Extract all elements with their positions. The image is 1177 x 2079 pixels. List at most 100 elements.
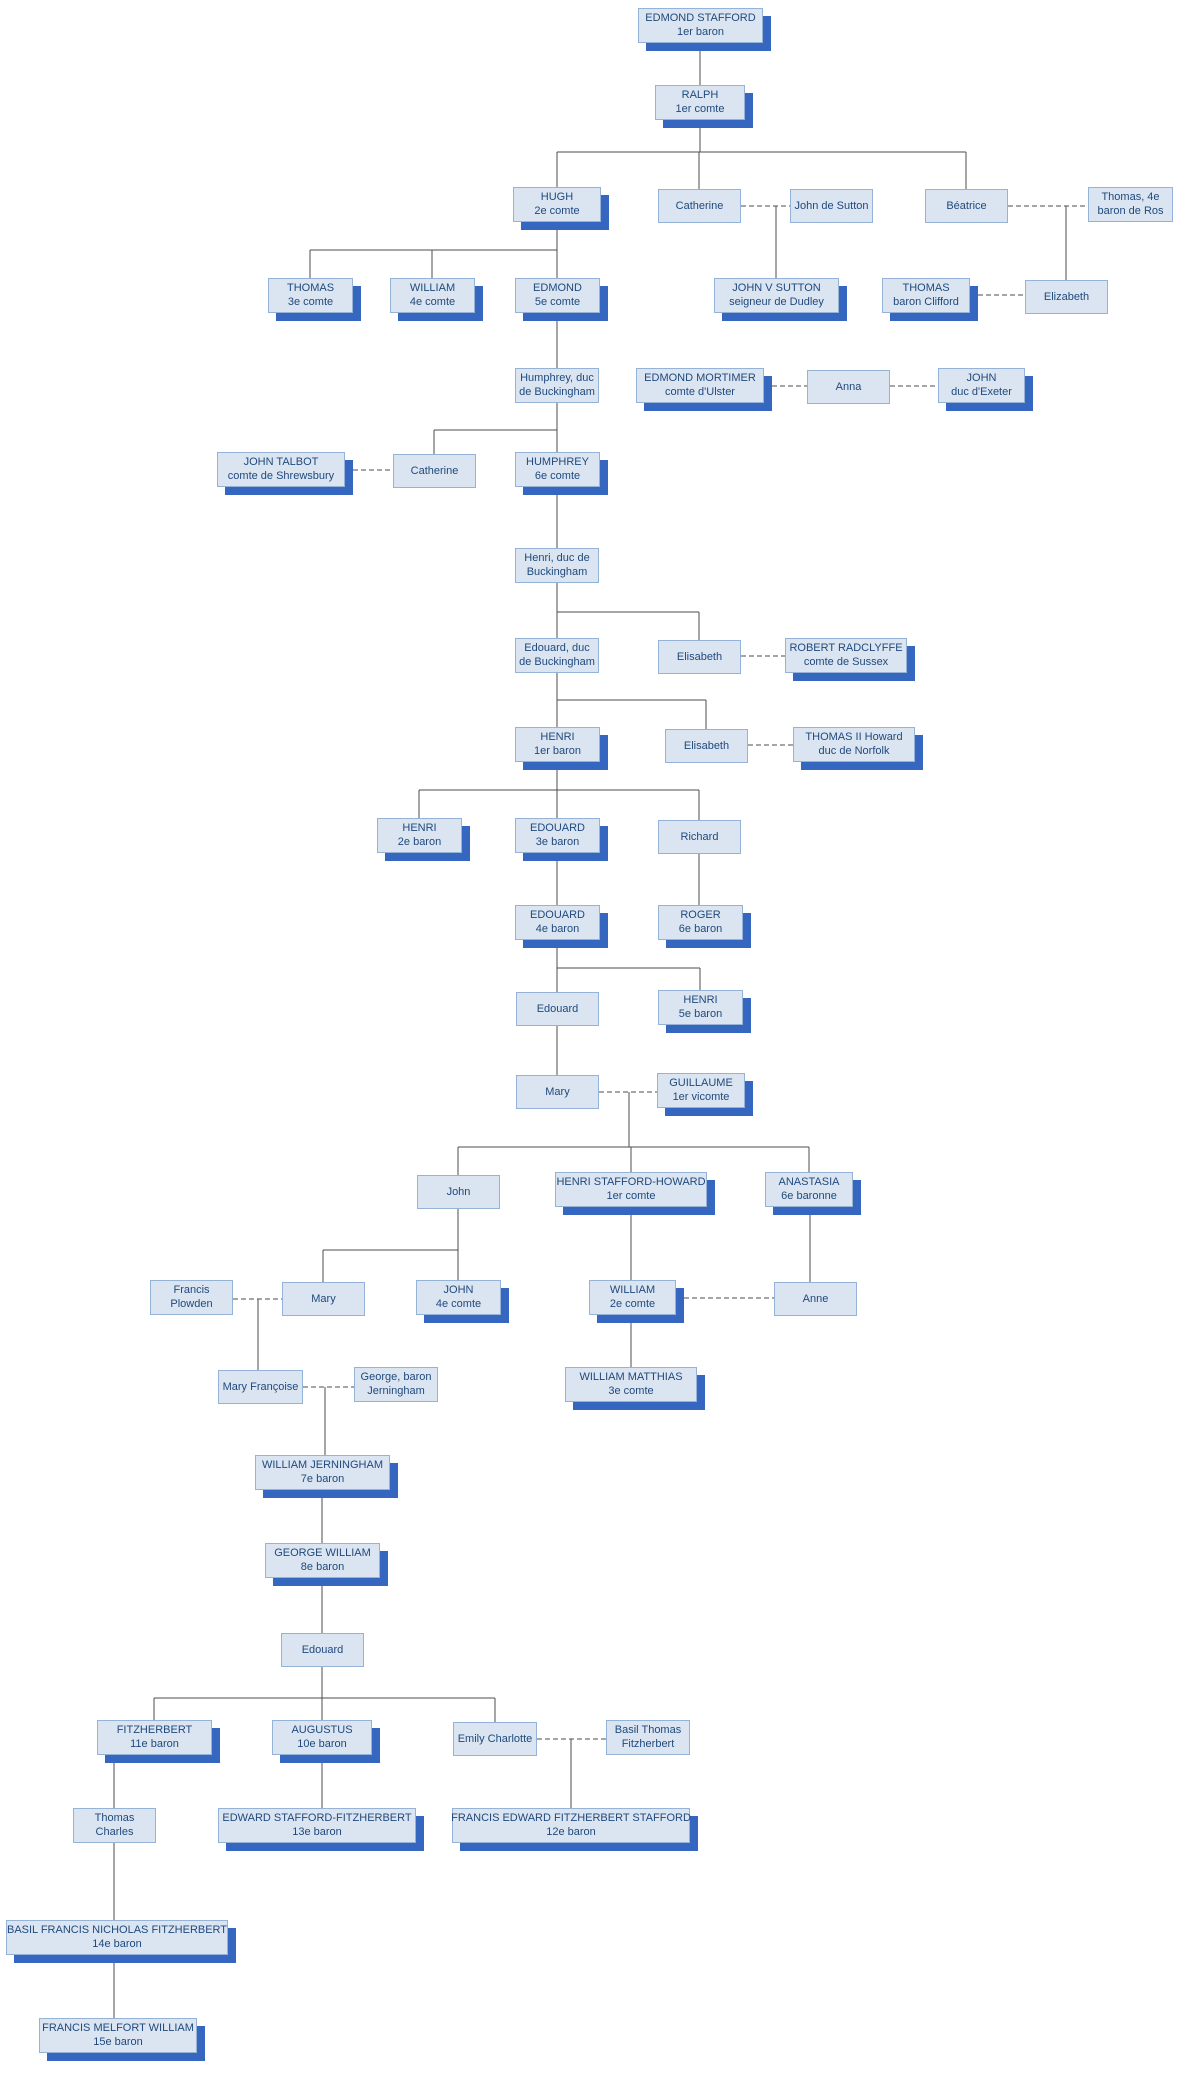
person-title: 5e baron (678, 1008, 723, 1021)
person-name: THOMAS II Howard (805, 731, 903, 743)
person-name: Mary Françoise (222, 1380, 299, 1393)
node-humphrey-6e: HUMPHREY 6e comte (515, 452, 600, 487)
person-title: 8e baron (300, 1561, 345, 1574)
node-catherine-talbot: Catherine (393, 454, 476, 488)
person-title: 14e baron (92, 1938, 142, 1951)
person-name: John de Sutton (794, 199, 869, 212)
person-title: 4e baron (535, 923, 580, 936)
person-name: ANASTASIA (778, 1176, 840, 1188)
person-name: FRANCIS EDWARD FITZHERBERT STAFFORD (451, 1812, 691, 1824)
person-name: RALPH (681, 89, 719, 101)
person-name: Mary (311, 1292, 336, 1305)
person-name: Emily Charlotte (457, 1732, 533, 1745)
node-henri-stafford-howard: HENRI STAFFORD-HOWARD 1er comte (555, 1172, 707, 1207)
person-title: baron de Ros (1097, 205, 1164, 218)
node-john: John (417, 1175, 500, 1209)
node-richard: Richard (658, 820, 741, 854)
person-title: 2e baron (397, 836, 442, 849)
person-title: 3e comte (287, 296, 334, 309)
person-title: 10e baron (297, 1738, 347, 1751)
person-name: WILLIAM (609, 1284, 656, 1296)
node-henri-5e: HENRI 5e baron (658, 990, 743, 1025)
node-basil-francis-nicholas: BASIL FRANCIS NICHOLAS FITZHERBERT 14e ba… (6, 1920, 228, 1955)
person-title: Charles (95, 1826, 134, 1839)
person-name: Basil Thomas (614, 1724, 682, 1736)
person-name: Elisabeth (683, 739, 730, 752)
node-mary-plowden: Mary (282, 1282, 365, 1316)
person-name: Catherine (410, 464, 459, 477)
person-name: Richard (680, 830, 719, 843)
person-name: GEORGE WILLIAM (274, 1547, 371, 1559)
person-title: baron Clifford (893, 296, 959, 309)
person-title: de Buckingham (519, 656, 595, 669)
person-title: 1er baron (533, 745, 582, 758)
node-anne: Anne (774, 1282, 857, 1316)
person-name: EDMOND STAFFORD (645, 12, 756, 24)
person-title: Fitzherbert (621, 1738, 675, 1751)
person-name: THOMAS (902, 282, 950, 294)
node-mary: Mary (516, 1075, 599, 1109)
person-name: Anne (802, 1292, 829, 1305)
node-elisabeth-radclyffe: Elisabeth (658, 640, 741, 674)
person-name: Thomas (94, 1812, 135, 1824)
person-title: duc de Norfolk (818, 745, 890, 758)
node-emily-charlotte: Emily Charlotte (453, 1722, 537, 1756)
person-title: 6e baron (678, 923, 723, 936)
node-john-de-sutton: John de Sutton (790, 189, 873, 223)
person-name: Francis (173, 1284, 210, 1296)
person-name: GUILLAUME (669, 1077, 733, 1089)
person-title: Buckingham (526, 566, 588, 579)
node-edmond-mortimer: EDMOND MORTIMER comte d'Ulster (636, 368, 764, 403)
person-title: comte de Sussex (803, 656, 889, 669)
person-name: HENRI (540, 731, 575, 743)
node-fitzherbert-11e: FITZHERBERT 11e baron (97, 1720, 212, 1755)
person-name: BASIL FRANCIS NICHOLAS FITZHERBERT (6, 1924, 228, 1936)
person-name: HENRI (683, 994, 718, 1006)
person-title: 11e baron (130, 1738, 179, 1751)
node-george-william-8e: GEORGE WILLIAM 8e baron (265, 1543, 380, 1578)
person-name: FITZHERBERT (116, 1724, 193, 1736)
person-title: comte d'Ulster (665, 386, 735, 399)
node-thomas-clifford: THOMAS baron Clifford (882, 278, 970, 313)
person-name: John (446, 1185, 471, 1198)
person-title: 6e comte (534, 470, 581, 483)
person-name: JOHN (966, 372, 997, 384)
descent-lines (113, 42, 1067, 2018)
person-name: Catherine (675, 199, 724, 212)
person-name: George, baron (360, 1371, 432, 1383)
person-name: JOHN (443, 1284, 474, 1296)
person-name: HUMPHREY (526, 456, 589, 468)
person-title: 1er comte (606, 1190, 656, 1203)
person-title: 3e baron (535, 836, 580, 849)
node-edouard-jerningham: Edouard (281, 1633, 364, 1667)
person-name: Elisabeth (676, 650, 723, 663)
node-beatrice: Béatrice (925, 189, 1008, 223)
person-title: 15e baron (93, 2036, 143, 2049)
person-name: EDMOND (533, 282, 582, 294)
person-title: 3e comte (608, 1385, 654, 1398)
person-name: HENRI STAFFORD-HOWARD (556, 1176, 706, 1188)
person-name: EDMOND MORTIMER (644, 372, 756, 384)
